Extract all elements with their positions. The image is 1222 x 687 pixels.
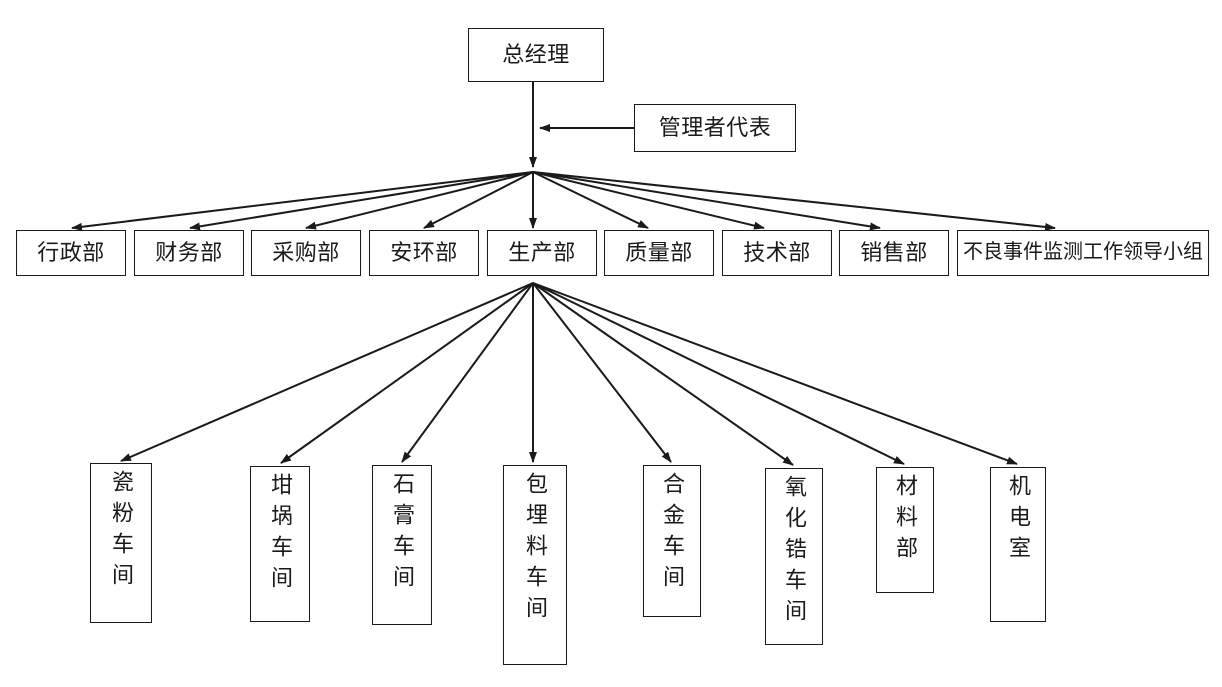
node-department-finance[interactable]: 财务部 xyxy=(134,230,244,276)
node-label: 瓷粉车间 xyxy=(109,470,134,594)
edge-prod-to-shop-6 xyxy=(532,282,794,466)
edge-hub-to-dept-7 xyxy=(532,171,765,230)
edge-hub-to-dept-6 xyxy=(532,171,649,229)
node-label: 技术部 xyxy=(743,240,811,266)
node-label: 安环部 xyxy=(390,240,458,266)
edge-hub-to-dept-8 xyxy=(532,171,881,231)
node-label: 生产部 xyxy=(508,240,576,266)
node-label: 不良事件监测工作领导小组 xyxy=(963,241,1203,264)
node-management-representative[interactable]: 管理者代表 xyxy=(634,104,796,152)
edge-hub-to-dept-3 xyxy=(305,171,534,230)
node-workshop-gypsum[interactable]: 石膏车间 xyxy=(372,465,432,625)
node-department-production[interactable]: 生产部 xyxy=(487,230,597,276)
edge-prod-to-shop-5 xyxy=(532,282,672,463)
edge-prod-to-shop-7 xyxy=(532,282,905,465)
node-workshop-investment-material[interactable]: 包埋料车间 xyxy=(503,465,567,665)
node-workshop-alloy[interactable]: 合金车间 xyxy=(643,465,701,617)
node-department-quality[interactable]: 质量部 xyxy=(604,230,714,276)
node-department-materials[interactable]: 材料部 xyxy=(876,467,934,593)
edge-prod-to-shop-1 xyxy=(120,282,534,462)
node-general-manager[interactable]: 总经理 xyxy=(468,28,604,82)
edge-prod-to-shop-3 xyxy=(401,282,534,463)
node-workshop-zirconia[interactable]: 氧化锆车间 xyxy=(765,468,823,645)
node-department-administration[interactable]: 行政部 xyxy=(16,230,126,276)
edge-hub-to-dept-4 xyxy=(423,171,534,229)
node-label: 氧化锆车间 xyxy=(782,475,807,630)
node-label: 包埋料车间 xyxy=(523,472,548,627)
node-label: 管理者代表 xyxy=(658,115,772,141)
node-label: 机电室 xyxy=(1006,474,1031,567)
node-label: 材料部 xyxy=(893,474,918,567)
node-label: 财务部 xyxy=(155,240,223,266)
node-label: 合金车间 xyxy=(660,472,685,596)
node-department-safety-environment[interactable]: 安环部 xyxy=(369,230,479,276)
node-label: 石膏车间 xyxy=(390,472,415,596)
node-adverse-event-monitoring-group[interactable]: 不良事件监测工作领导小组 xyxy=(957,230,1209,276)
node-department-technology[interactable]: 技术部 xyxy=(722,230,832,276)
node-label: 行政部 xyxy=(37,240,105,266)
node-label: 销售部 xyxy=(860,240,928,266)
node-department-procurement[interactable]: 采购部 xyxy=(251,230,361,276)
node-label: 质量部 xyxy=(625,240,693,266)
node-electromechanical-room[interactable]: 机电室 xyxy=(990,467,1046,622)
node-label: 坩埚车间 xyxy=(268,473,293,597)
node-workshop-porcelain-powder[interactable]: 瓷粉车间 xyxy=(90,463,152,623)
node-label: 总经理 xyxy=(502,42,570,68)
edge-hub-to-dept-2 xyxy=(189,171,534,231)
edge-hub-to-dept-9 xyxy=(532,171,1056,231)
node-label: 采购部 xyxy=(272,240,340,266)
edge-prod-to-shop-2 xyxy=(280,282,534,464)
edge-hub-to-dept-1 xyxy=(71,171,534,231)
node-department-sales[interactable]: 销售部 xyxy=(839,230,949,276)
node-workshop-crucible[interactable]: 坩埚车间 xyxy=(250,466,310,622)
edge-prod-to-shop-8 xyxy=(532,282,1018,465)
